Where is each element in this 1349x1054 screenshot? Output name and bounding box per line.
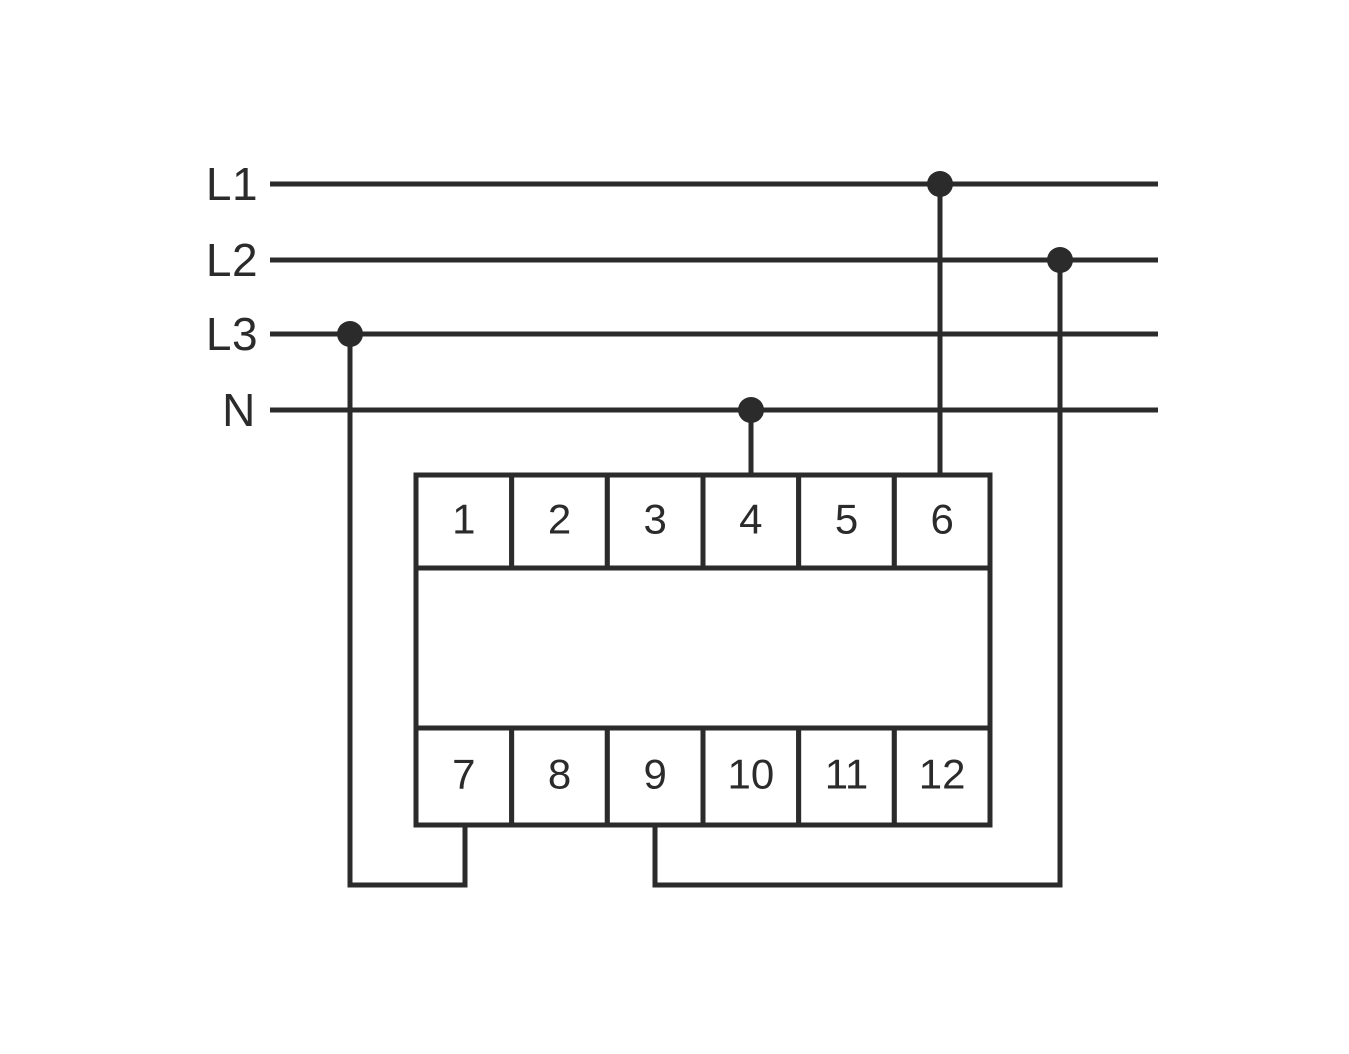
junction-n-dot [738,397,764,423]
terminal-2-label: 2 [548,496,571,543]
terminal-11[interactable]: 11 [796,725,897,828]
terminal-11-label: 11 [825,751,869,798]
terminal-1-label: 1 [452,496,475,543]
terminal-5-label: 5 [835,496,858,543]
bus-label-l3: L3 [206,308,258,360]
junction-l2-dot [1047,247,1073,273]
terminal-1[interactable]: 1 [413,472,515,571]
terminal-9[interactable]: 9 [604,725,706,828]
bus-label-l1: L1 [206,158,258,210]
terminal-9-cell[interactable] [604,725,706,828]
terminal-3-label: 3 [643,496,666,543]
terminal-2[interactable]: 2 [509,472,610,571]
terminal-7[interactable]: 7 [413,725,515,828]
terminal-9-label: 9 [643,751,666,798]
terminal-4[interactable]: 4 [700,472,802,571]
terminal-4-cell[interactable] [700,472,802,571]
terminal-12[interactable]: 12 [891,725,993,828]
terminal-12-cell[interactable] [891,725,993,828]
terminal-5[interactable]: 5 [796,472,897,571]
terminal-10-cell[interactable] [700,725,802,828]
terminal-8[interactable]: 8 [509,725,610,828]
terminal-7-label: 7 [452,751,475,798]
bus-label-n: N [222,384,256,436]
terminal-6-label: 6 [930,496,953,543]
terminal-4-label: 4 [739,496,762,543]
terminal-6-cell[interactable] [891,472,993,571]
terminal-1-cell[interactable] [413,472,515,571]
terminal-5-cell[interactable] [796,472,897,571]
wire-l3-to-7 [347,334,468,888]
bus-lines-group [270,181,1158,413]
terminal-8-label: 8 [548,751,571,798]
terminal-3[interactable]: 3 [604,472,706,571]
terminal-10[interactable]: 10 [700,725,802,828]
wire-l2-to-9 [652,260,1063,888]
terminal-8-cell[interactable] [509,725,610,828]
terminal-10-label: 10 [727,751,774,798]
terminal-12-label: 12 [919,751,966,798]
terminal-6[interactable]: 6 [891,472,993,571]
junction-dots-group [337,171,1073,423]
junction-l3-dot [337,321,363,347]
terminal-7-cell[interactable] [413,725,515,828]
terminal-3-cell[interactable] [604,472,706,571]
bus-label-l2: L2 [206,234,258,286]
junction-l1-dot [927,171,953,197]
